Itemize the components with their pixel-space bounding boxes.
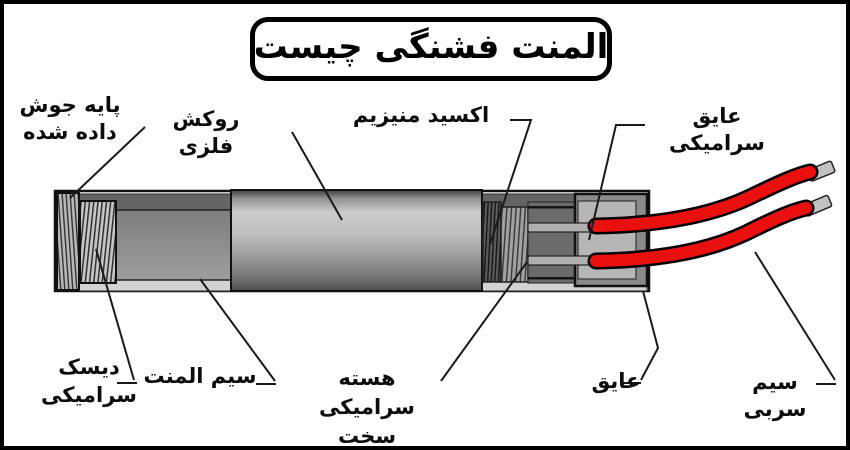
- label-magnesium-oxide: اکسید منیزیم: [352, 103, 490, 127]
- packing-band: [500, 206, 529, 283]
- terminal-pin-upper: [527, 222, 599, 233]
- lead-wires: [587, 160, 836, 270]
- pointer-lead-wire: [754, 251, 836, 385]
- magnesium-oxide-band: [482, 201, 502, 283]
- terminal-pin-lower: [527, 255, 599, 266]
- page-title: المنت فشنگی چیست: [253, 27, 609, 67]
- pointer-ceramic-disc: [95, 248, 137, 384]
- label-metal-sheath: روکش فلزی: [172, 107, 240, 158]
- metal-sheath-cylinder: [230, 189, 483, 292]
- title-box: المنت فشنگی چیست: [250, 17, 612, 81]
- label-lead-wire: سیم سربی: [743, 370, 807, 421]
- pointer-insulator: [620, 290, 660, 384]
- lead-wire-lower: [590, 202, 812, 267]
- label-welded-base: پایه جوش داده شده: [19, 93, 121, 144]
- label-insulator: عایق: [591, 369, 641, 393]
- pointer-metal-sheath: [291, 131, 343, 221]
- label-ceramic-insulator: عایق سرامیکی: [669, 104, 765, 155]
- core-bottom-line: [528, 277, 577, 280]
- core-top-line: [528, 206, 577, 209]
- pointer-ceramic-insulator: [588, 124, 645, 241]
- label-hard-ceramic-core: هسته سرامیکی سخت: [319, 366, 415, 448]
- label-element-wire: سیم المنت: [143, 364, 257, 388]
- heater-body: [53, 189, 651, 293]
- ceramic-core-left: [113, 209, 232, 281]
- welded-base-cap: [56, 192, 80, 291]
- pointer-ceramic-core: [440, 261, 528, 382]
- ceramic-core-right: [527, 201, 578, 284]
- pointer-magnesium-oxide: [489, 119, 533, 245]
- pointer-lines: [69, 119, 836, 385]
- pointer-welded-base: [69, 126, 146, 199]
- label-ceramic-disc: دیسک سرامیکی: [41, 355, 137, 407]
- lead-wire-upper: [590, 166, 816, 232]
- pointer-element-wire: [199, 278, 276, 385]
- element-wire-coil: [79, 200, 117, 284]
- cartridge-heater-illustration: [53, 119, 836, 385]
